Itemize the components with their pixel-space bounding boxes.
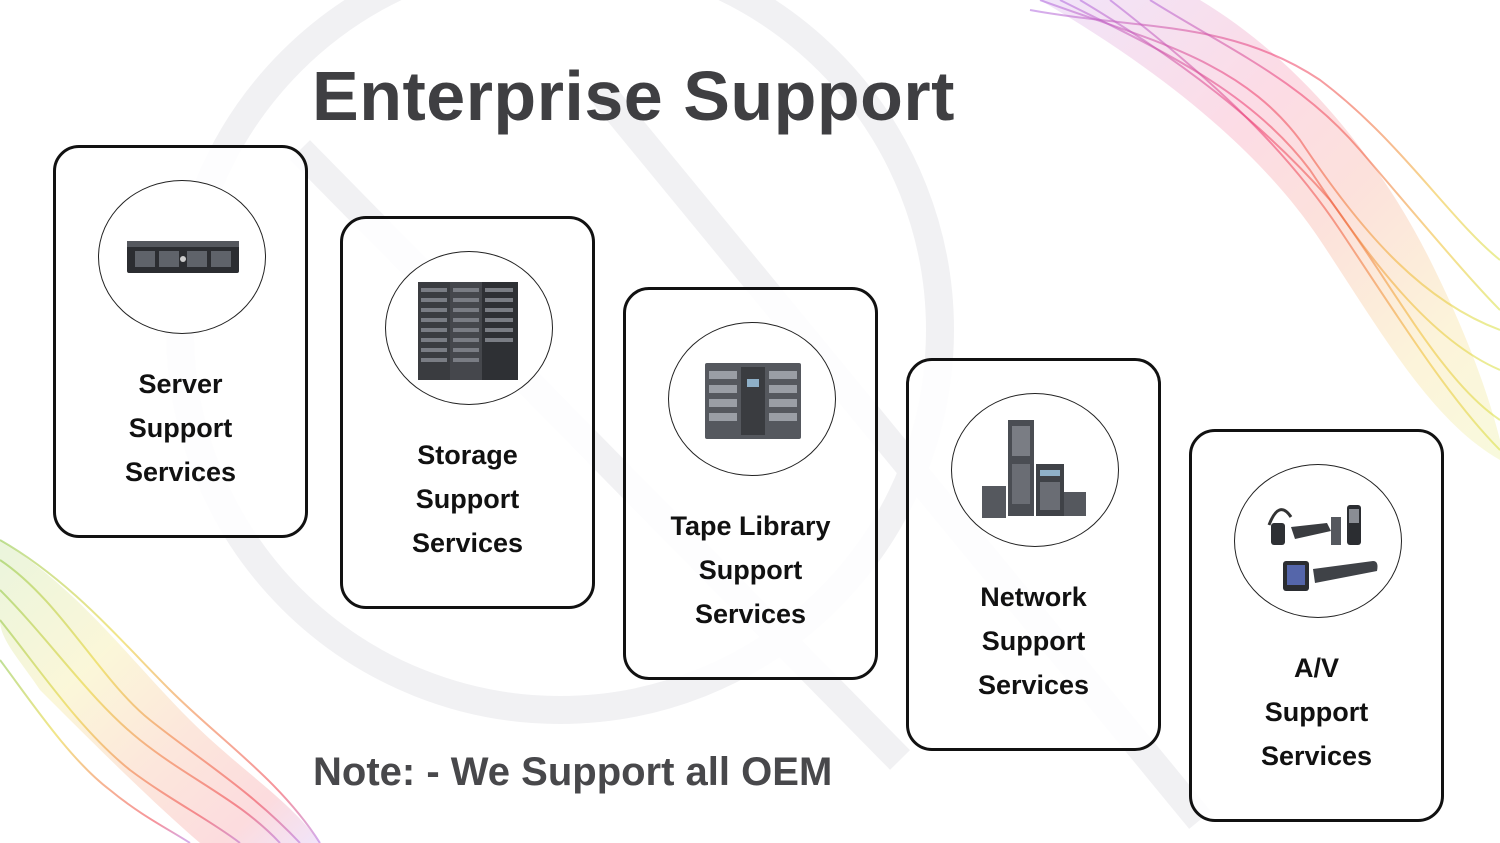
card-label-line: Network bbox=[980, 582, 1087, 612]
card-tape-library-support[interactable]: Tape Library Support Services bbox=[623, 287, 878, 680]
card-label: Tape Library Support Services bbox=[626, 504, 875, 636]
tape-library-icon bbox=[668, 322, 836, 476]
card-label-line: Support bbox=[415, 484, 520, 514]
card-label: Network Support Services bbox=[909, 575, 1158, 707]
card-label-line: Services bbox=[1260, 741, 1373, 771]
card-label-line: Support bbox=[128, 413, 233, 443]
card-label-line: Support bbox=[698, 555, 803, 585]
card-label: A/V Support Services bbox=[1192, 646, 1441, 778]
oem-note: Note: - We Support all OEM bbox=[313, 750, 833, 794]
card-storage-support[interactable]: Storage Support Services bbox=[340, 216, 595, 609]
card-label-line: Storage bbox=[417, 440, 518, 470]
card-label-line: Support bbox=[981, 626, 1086, 656]
card-label-line: Services bbox=[694, 599, 807, 629]
card-label: Storage Support Services bbox=[343, 433, 592, 565]
card-label: Server Support Services bbox=[56, 362, 305, 494]
card-label-line: A/V bbox=[1293, 653, 1339, 683]
av-devices-icon bbox=[1234, 464, 1402, 618]
card-label-line: Services bbox=[411, 528, 524, 558]
storage-array-icon bbox=[385, 251, 553, 405]
network-chassis-icon bbox=[951, 393, 1119, 547]
card-av-support[interactable]: A/V Support Services bbox=[1189, 429, 1444, 822]
card-label-line: Services bbox=[977, 670, 1090, 700]
card-label-line: Support bbox=[1264, 697, 1369, 727]
server-rack-icon bbox=[98, 180, 266, 334]
card-label-line: Tape Library bbox=[670, 511, 831, 541]
card-label-line: Server bbox=[138, 369, 223, 399]
page-title: Enterprise Support bbox=[312, 57, 955, 135]
card-network-support[interactable]: Network Support Services bbox=[906, 358, 1161, 751]
card-server-support[interactable]: Server Support Services bbox=[53, 145, 308, 538]
card-label-line: Services bbox=[124, 457, 237, 487]
